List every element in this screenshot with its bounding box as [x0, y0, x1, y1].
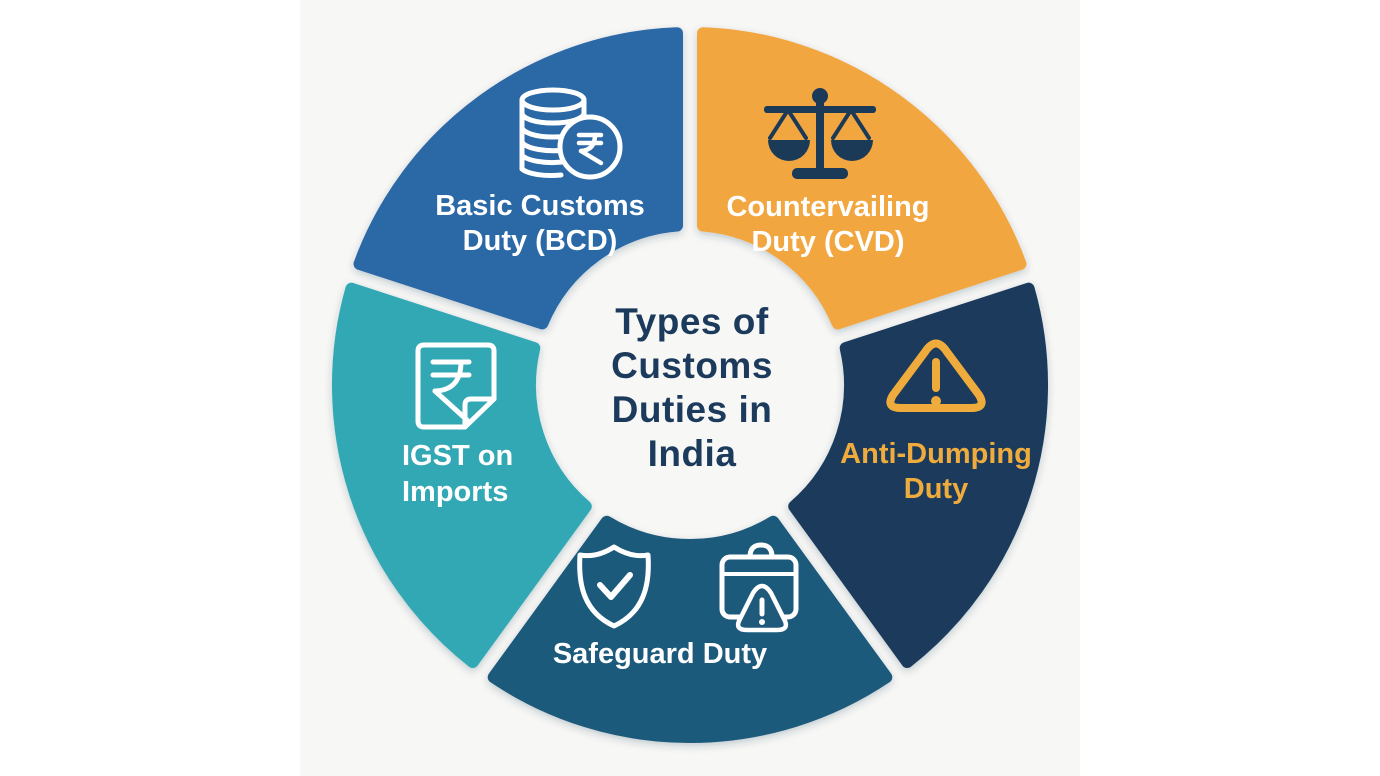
balance-scale-icon: [764, 88, 876, 179]
package-alert-icon: [719, 542, 799, 633]
wedge-basic-customs-duty: [353, 27, 683, 330]
igst-label-line2: Imports: [402, 476, 508, 508]
coins-rupee-icon: [519, 87, 623, 180]
rupee-document-icon: [415, 342, 497, 430]
center-title-line3: Duties in: [612, 389, 773, 430]
wedge-countervailing-duty: [697, 27, 1027, 330]
igst-label-line1: IGST on: [402, 440, 513, 472]
rupee-symbol: [576, 132, 604, 166]
center-title: Types of Customs Duties in India: [611, 301, 773, 474]
cvd-label-line1: Countervailing: [726, 191, 929, 223]
shield-check-icon: [577, 544, 651, 629]
bcd-label-line2: Duty (BCD): [463, 225, 618, 257]
warning-triangle-icon: [886, 339, 986, 412]
safeguard-label: Safeguard Duty: [553, 638, 767, 670]
anti-dumping-label-line2: Duty: [904, 473, 968, 505]
anti-dumping-label-line1: Anti-Dumping: [840, 438, 1032, 470]
wedge-igst-on-imports: [332, 282, 592, 668]
wedge-anti-dumping-duty: [788, 282, 1048, 668]
center-title-line1: Types of: [615, 301, 769, 342]
center-title-line4: India: [648, 433, 737, 474]
bcd-label-line1: Basic Customs: [435, 190, 645, 222]
center-title-line2: Customs: [611, 345, 773, 386]
rupee-symbol: [430, 359, 472, 423]
wheel-segments: [332, 27, 1048, 743]
cvd-label-line2: Duty (CVD): [751, 226, 904, 258]
